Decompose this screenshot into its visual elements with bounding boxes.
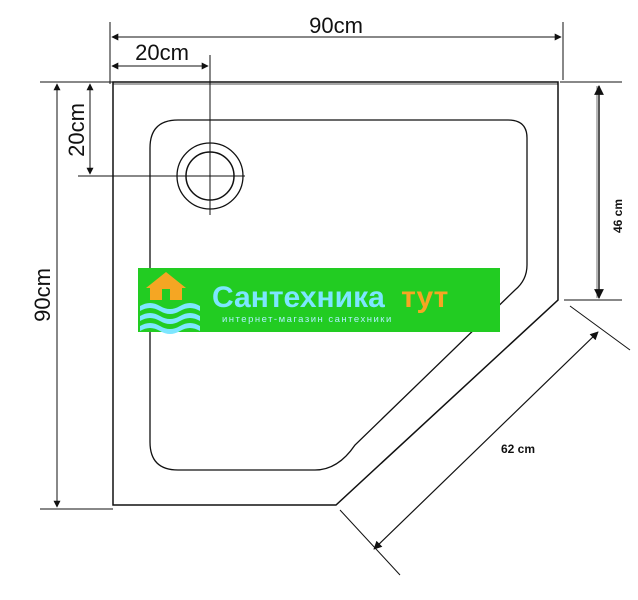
brand-word-2: тут [401, 281, 448, 314]
brand-word-1: Сантехника [212, 281, 385, 314]
watermark-banner: Сантехника тут интернет-магазин сантехни… [138, 268, 500, 334]
brand-tagline: интернет-магазин сантехники [222, 314, 393, 325]
top-drain-offset-label: 20cm [135, 40, 189, 65]
right-short-side-dimension: 46 cm [560, 81, 625, 301]
top-drain-offset-dimension: 20cm [111, 40, 211, 215]
left-drain-offset-label: 20cm [64, 103, 89, 157]
left-drain-offset-dimension: 20cm [64, 83, 245, 177]
left-height-label: 90cm [30, 268, 55, 322]
house-wave-logo-icon [140, 272, 200, 334]
top-width-dimension: 90cm [109, 13, 564, 84]
left-height-dimension: 90cm [30, 81, 113, 510]
diagonal-side-label: 62 cm [501, 442, 535, 456]
right-short-side-label: 46 cm [611, 199, 625, 233]
brand-name: Сантехника тут [212, 281, 448, 314]
tray-inner-basin [149, 119, 528, 471]
top-width-label: 90cm [309, 13, 363, 38]
diagonal-side-dimension: 62 cm [339, 305, 631, 576]
